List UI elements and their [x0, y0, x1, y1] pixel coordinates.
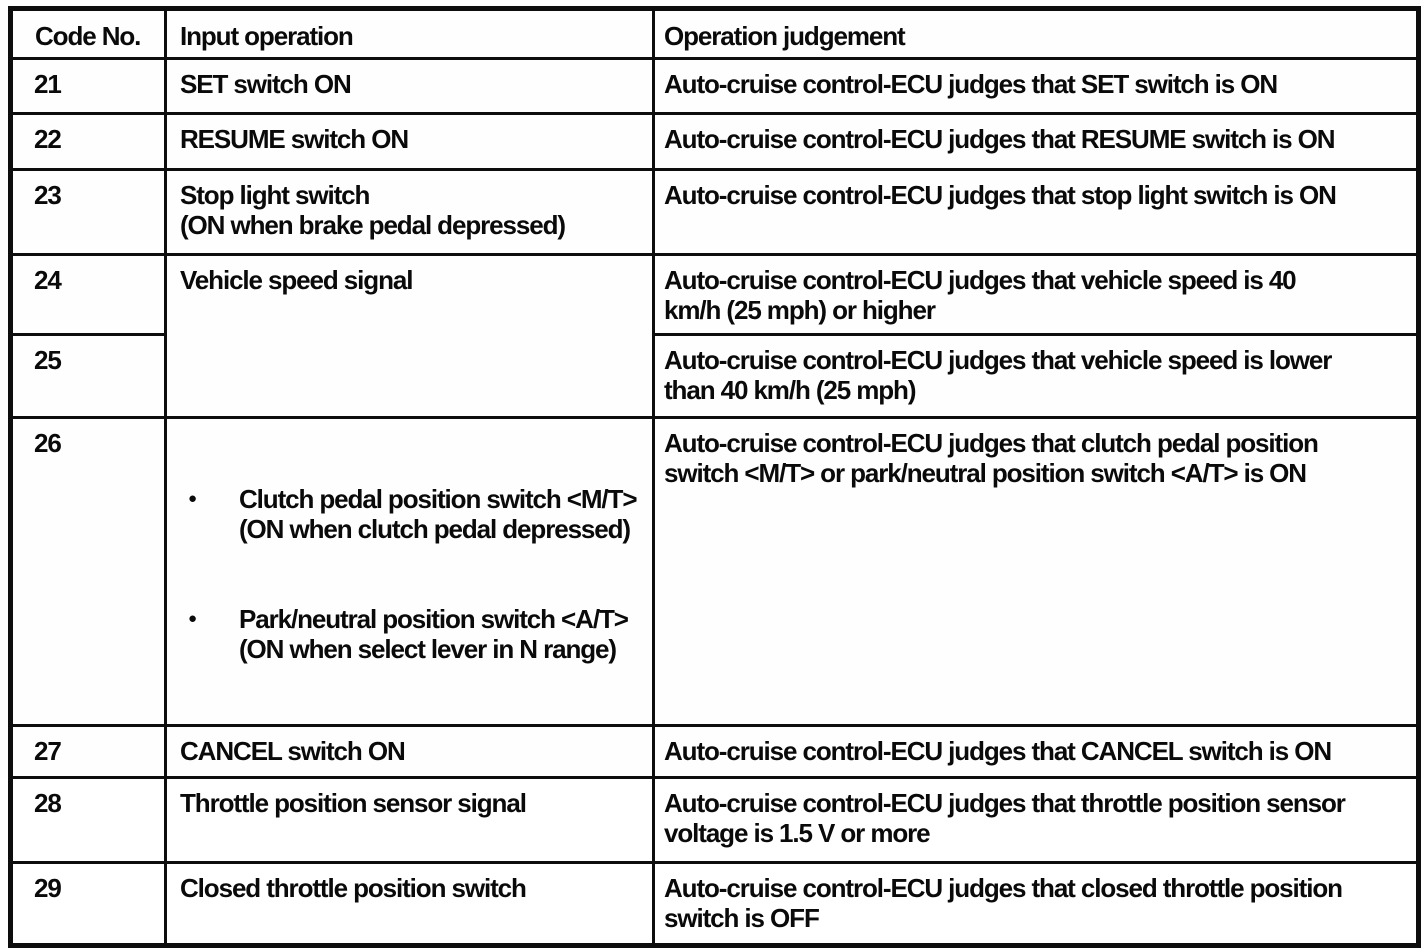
code-cell: 25: [9, 333, 167, 419]
code-cell: 24: [9, 253, 167, 336]
header-operation-judgement: Operation judgement: [652, 7, 1420, 60]
input-cell: SET switch ON: [164, 57, 655, 115]
bullet-icon: ●: [188, 490, 197, 507]
table-row-25: 25 Auto-cruise control-ECU judges that v…: [9, 333, 1420, 419]
code-cell: 28: [9, 776, 167, 864]
judgement-cell: Auto-cruise control-ECU judges that stop…: [652, 168, 1420, 256]
code-cell: 26: [9, 416, 167, 727]
input-cell: Stop light switch (ON when brake pedal d…: [164, 168, 655, 256]
input-cell: CANCEL switch ON: [164, 724, 655, 779]
judgement-cell: Auto-cruise control-ECU judges that SET …: [652, 57, 1420, 115]
code-cell: 29: [9, 861, 167, 947]
judgement-cell: Auto-cruise control-ECU judges that thro…: [652, 776, 1420, 864]
judgement-cell: Auto-cruise control-ECU judges that CANC…: [652, 724, 1420, 779]
bullet-item: ● Park/neutral position switch <A/T> (ON…: [169, 604, 651, 664]
code-cell: 22: [9, 112, 167, 171]
table-row-26: 26 ● Clutch pedal position switch <M/T> …: [9, 416, 1420, 727]
input-cell-bullet-list: ● Clutch pedal position switch <M/T> (ON…: [164, 416, 655, 727]
bullet-icon: ●: [188, 610, 197, 627]
table-row-29: 29 Closed throttle position switch Auto-…: [9, 861, 1420, 947]
header-input-operation: Input operation: [164, 7, 655, 60]
judgement-cell: Auto-cruise control-ECU judges that vehi…: [652, 333, 1420, 419]
bullet-item-text: Park/neutral position switch <A/T> (ON w…: [239, 604, 629, 664]
code-cell: 21: [9, 57, 167, 115]
judgement-cell: Auto-cruise control-ECU judges that clut…: [652, 416, 1420, 727]
judgement-cell: Auto-cruise control-ECU judges that RESU…: [652, 112, 1420, 171]
table-row-22: 22 RESUME switch ON Auto-cruise control-…: [9, 112, 1420, 171]
table-row-23: 23 Stop light switch (ON when brake peda…: [9, 168, 1420, 256]
header-code-no: Code No.: [9, 7, 167, 60]
table-header-row: Code No. Input operation Operation judge…: [9, 7, 1420, 60]
code-cell: 27: [9, 724, 167, 779]
diagnostic-code-table: Code No. Input operation Operation judge…: [8, 6, 1421, 948]
table-row-28: 28 Throttle position sensor signal Auto-…: [9, 776, 1420, 864]
judgement-cell: Auto-cruise control-ECU judges that vehi…: [652, 253, 1420, 336]
table-row-24: 24 Vehicle speed signal Auto-cruise cont…: [9, 253, 1420, 419]
input-cell: RESUME switch ON: [164, 112, 655, 171]
input-cell: Throttle position sensor signal: [164, 776, 655, 864]
table-row-21: 21 SET switch ON Auto-cruise control-ECU…: [9, 57, 1420, 115]
judgement-cell: Auto-cruise control-ECU judges that clos…: [652, 861, 1420, 947]
table-row-27: 27 CANCEL switch ON Auto-cruise control-…: [9, 724, 1420, 779]
bullet-item-text: Clutch pedal position switch <M/T> (ON w…: [239, 484, 638, 544]
bullet-item: ● Clutch pedal position switch <M/T> (ON…: [169, 484, 651, 544]
code-cell: 23: [9, 168, 167, 256]
input-cell: Closed throttle position switch: [164, 861, 655, 947]
input-cell-merged-24-25: Vehicle speed signal: [164, 253, 655, 419]
scanned-manual-page: Code No. Input operation Operation judge…: [8, 6, 1421, 948]
